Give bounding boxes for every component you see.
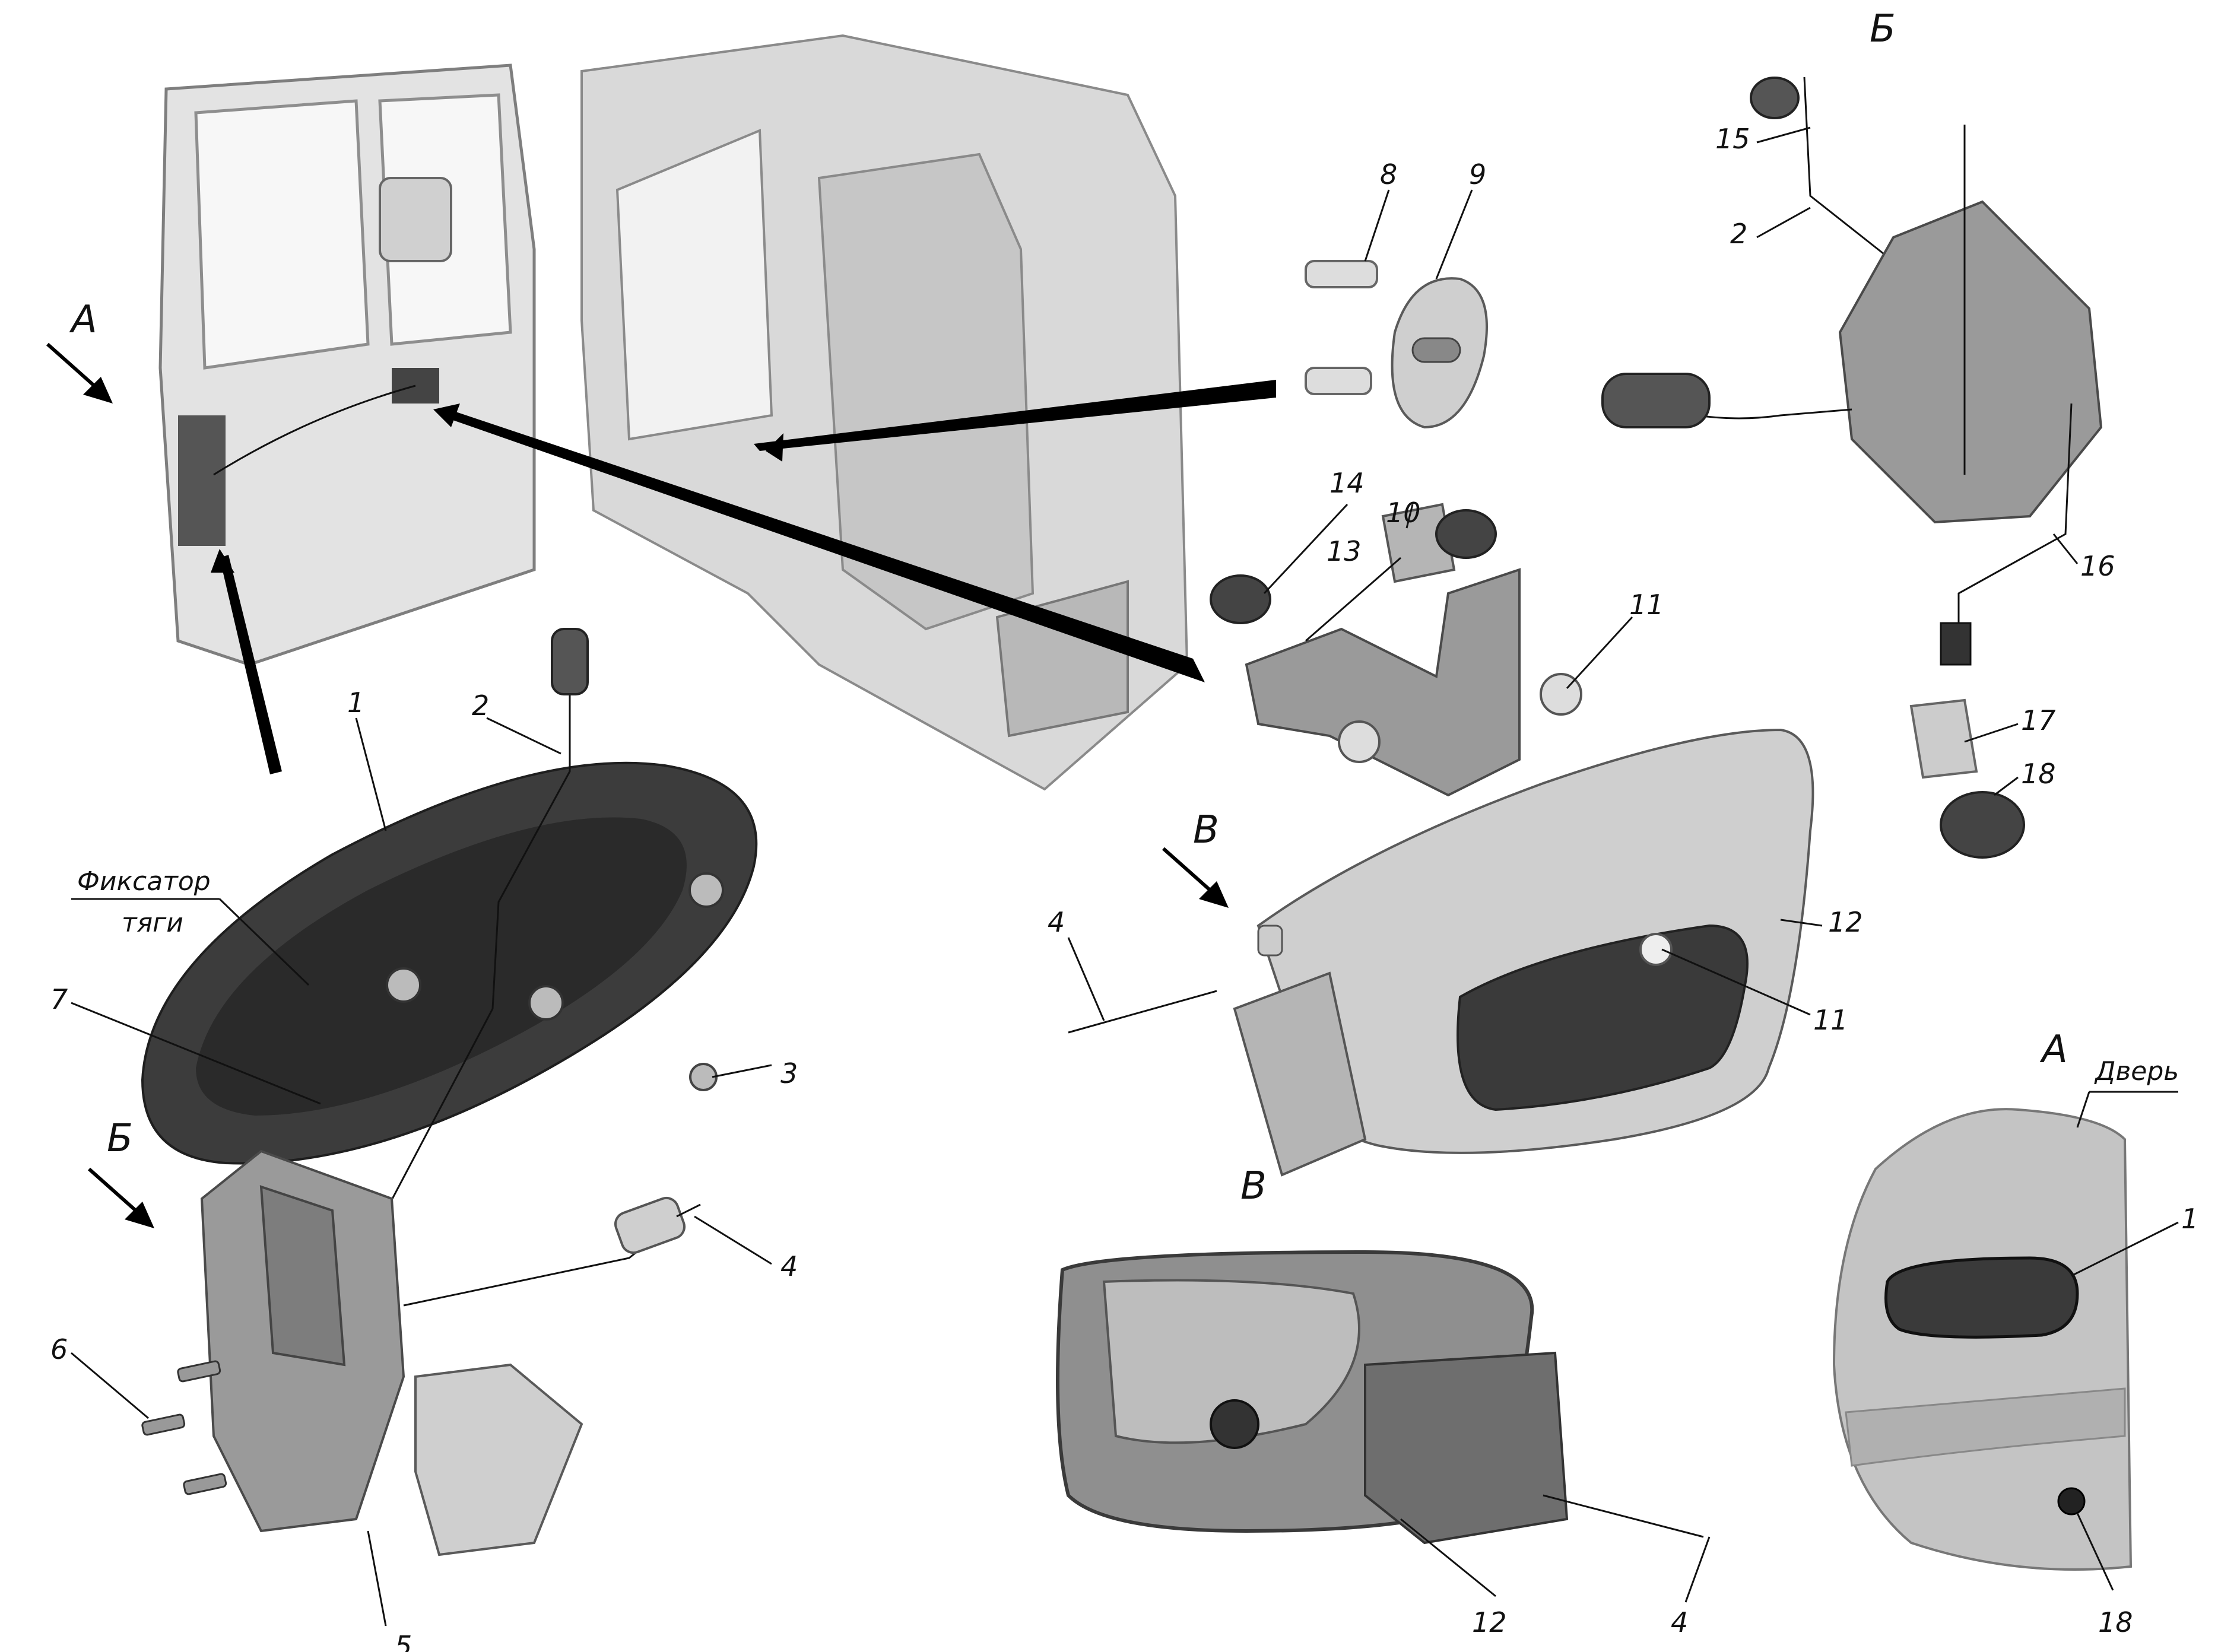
- vehicle-cab-illustration: [158, 34, 1189, 791]
- callout-10: 10: [1386, 497, 1421, 529]
- callout-12: 12: [1828, 906, 1863, 938]
- callout-b-2: 2: [1730, 218, 1747, 250]
- callout-v-4: 4: [1671, 1606, 1688, 1638]
- callout-a-1: 1: [2181, 1203, 2198, 1235]
- callout-8: 8: [1380, 158, 1397, 190]
- callout-b-17: 17: [2021, 704, 2056, 736]
- callout-1: 1: [347, 687, 364, 719]
- lock-mechanism-5: [141, 1149, 701, 1556]
- view-a-title: А: [2039, 1028, 2068, 1072]
- callout-11-handle: 11: [1813, 1004, 1848, 1036]
- view-b-label: Б: [107, 1117, 133, 1161]
- view-a-door-exterior: А: [1832, 1028, 2133, 1571]
- pointer-arrows: [211, 380, 1276, 774]
- callout-14: 14: [1329, 467, 1365, 499]
- fixator-label-line1: Фиксатор: [77, 866, 211, 897]
- view-arrow-b: Б: [88, 1117, 154, 1228]
- callout-13: 13: [1327, 535, 1362, 567]
- view-v-label: В: [1193, 808, 1219, 852]
- view-a-label: А: [69, 298, 97, 342]
- callout-6: 6: [50, 1333, 68, 1365]
- callout-2: 2: [472, 690, 489, 722]
- callout-7: 7: [50, 983, 68, 1015]
- callout-4-center: 4: [1048, 906, 1065, 938]
- callout-5: 5: [395, 1630, 412, 1652]
- callout-b-18: 18: [2021, 758, 2056, 790]
- view-v-title: В: [1240, 1164, 1267, 1208]
- parts-8-9: [1305, 260, 1488, 429]
- outer-handle-assembly: [141, 628, 758, 1223]
- callout-9: 9: [1469, 158, 1486, 190]
- fixator-label: Фиксатор тяги: [77, 866, 211, 938]
- view-b-title: Б: [1870, 7, 1896, 51]
- callout-a-18: 18: [2098, 1606, 2133, 1638]
- view-b-lock-detail: Б: [1601, 7, 2103, 859]
- callout-v-12: 12: [1472, 1606, 1507, 1638]
- view-v-handle-back: В: [1056, 1164, 1704, 1545]
- callout-4: 4: [780, 1250, 798, 1282]
- fixator-label-line2: тяги: [122, 908, 183, 938]
- view-arrow-v: В: [1162, 808, 1229, 908]
- callout-3: 3: [780, 1057, 798, 1089]
- callout-11-top: 11: [1629, 589, 1664, 621]
- callout-b-15: 15: [1715, 123, 1750, 155]
- callout-b-16: 16: [2080, 550, 2115, 582]
- callout-numbers: 1 2 3 4 5 6 7 8 9 10 11 11 12 13 14 4 15…: [50, 123, 2198, 1652]
- door-label: Дверь: [2094, 1056, 2179, 1086]
- view-arrow-a: А: [46, 298, 113, 404]
- mirror-shape: [379, 177, 452, 262]
- inner-handle-12: [1068, 728, 1814, 1177]
- leader-lines: [71, 126, 2179, 1626]
- parts-10-14: [1210, 503, 1582, 797]
